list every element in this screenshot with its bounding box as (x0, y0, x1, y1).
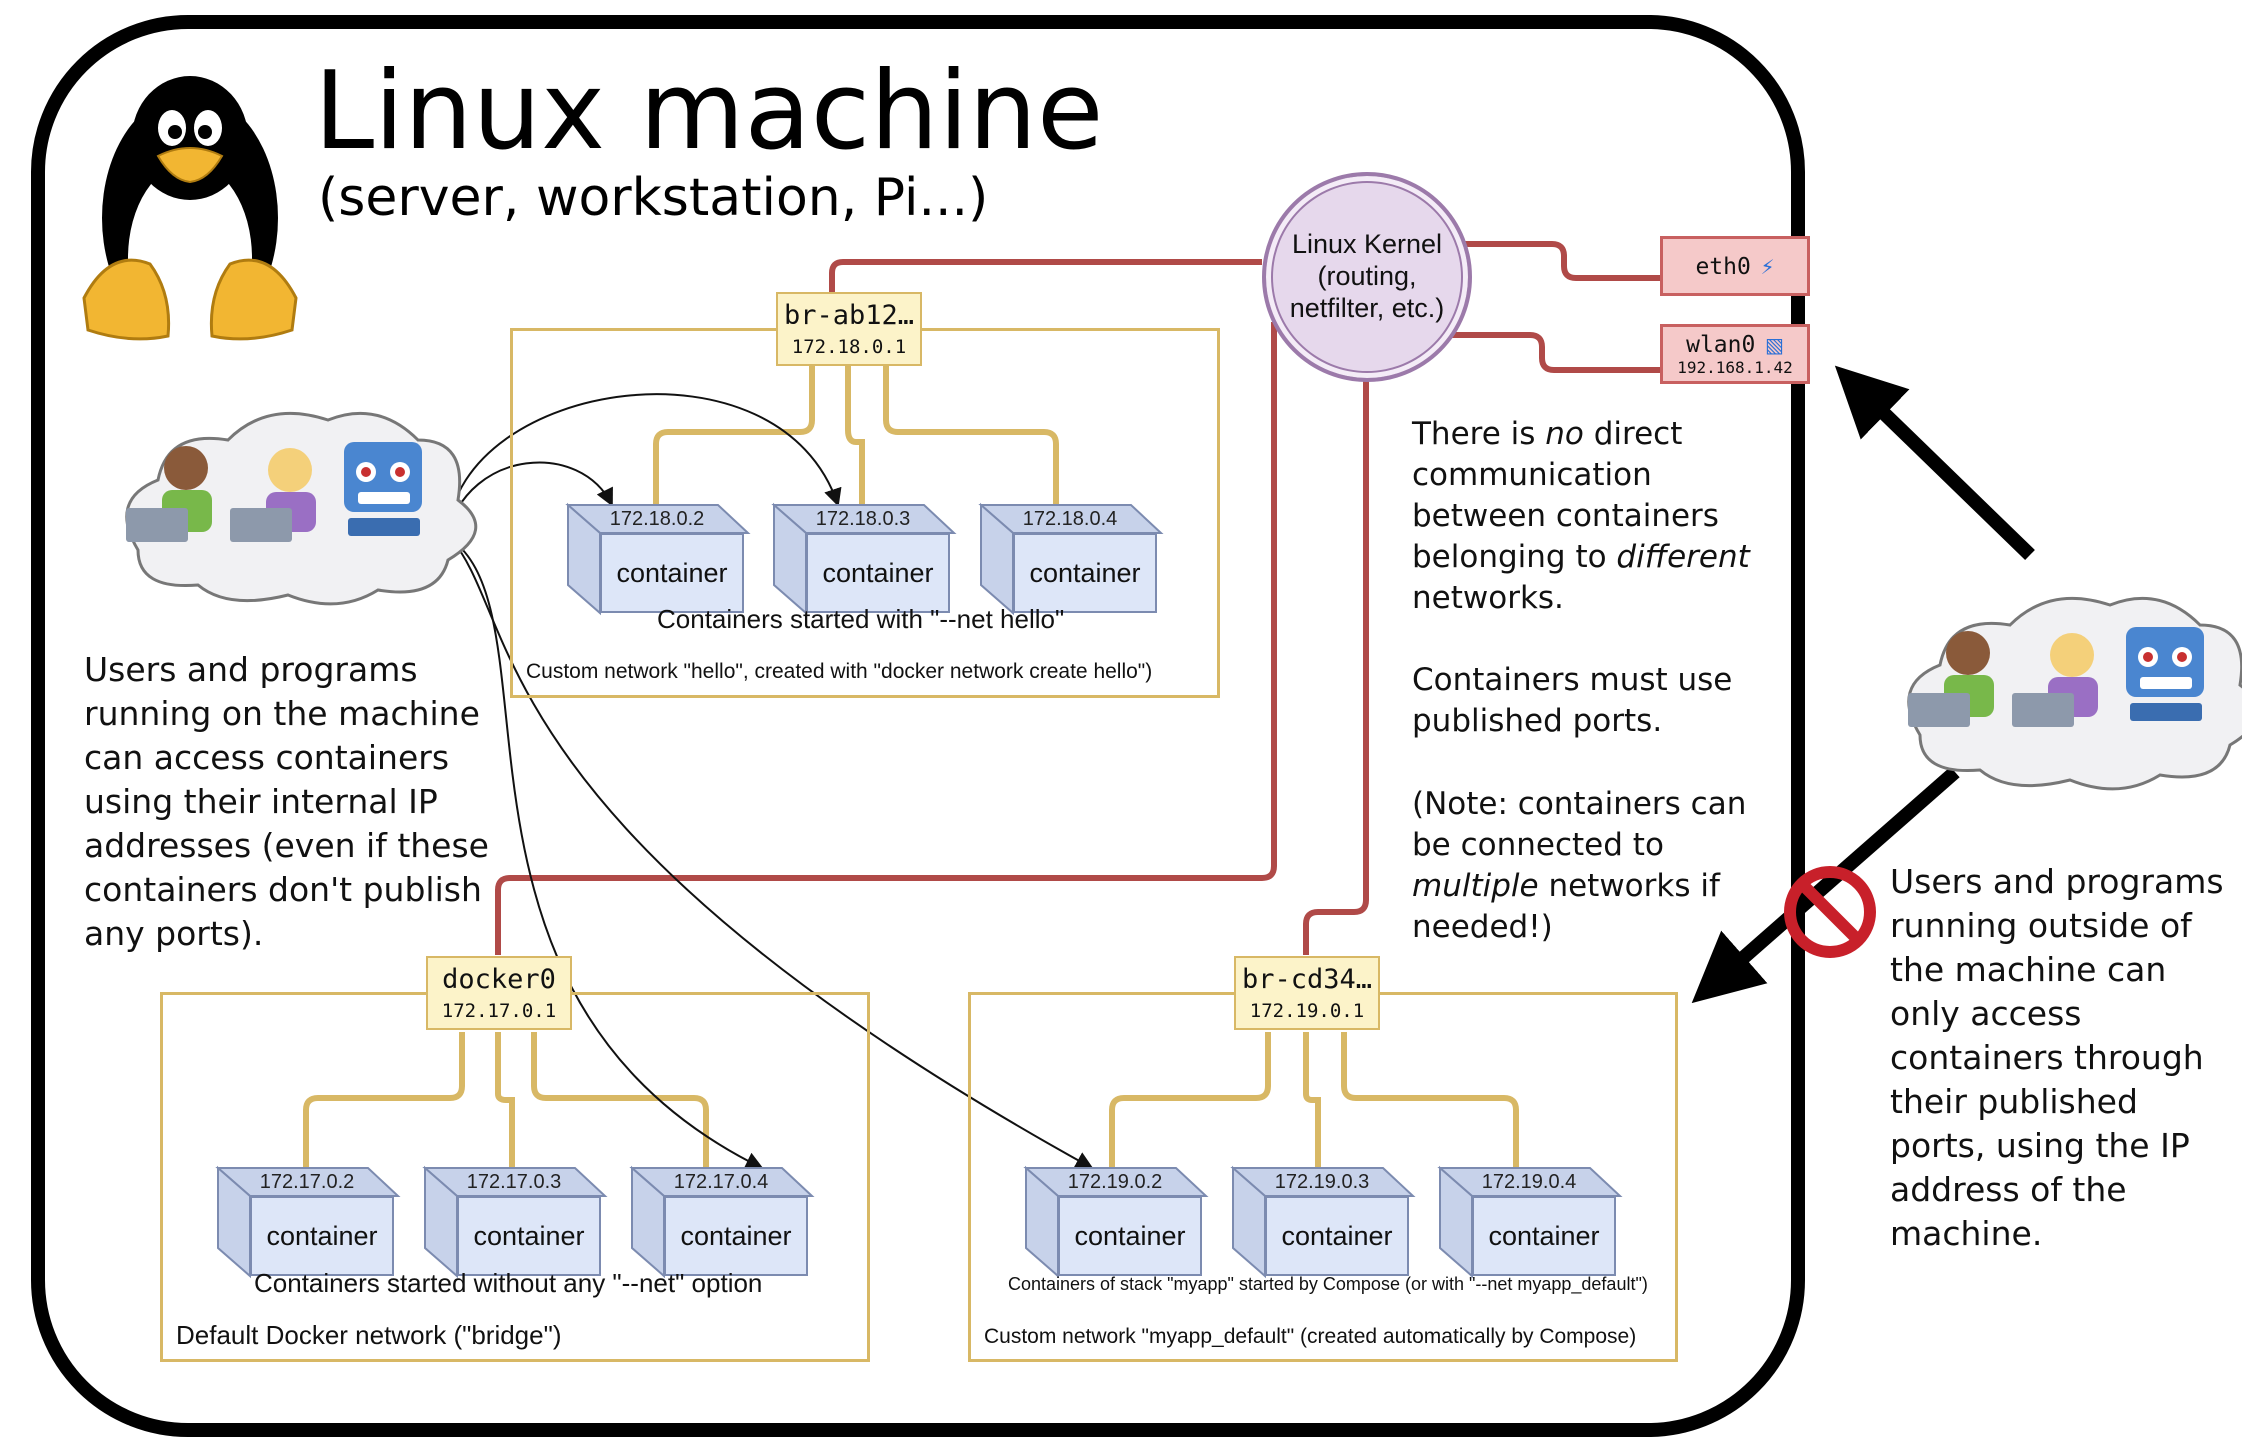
container-ip: 172.18.0.2 (609, 508, 705, 530)
note-emphasis: different (1616, 539, 1750, 575)
container-label: container (1472, 1196, 1616, 1276)
linux-kernel: Linux Kernel (routing, netfilter, etc.) (1262, 172, 1472, 382)
signal-icon: ▧ (1764, 333, 1784, 357)
container-ip: 172.17.0.2 (259, 1171, 355, 1193)
bridge-name: br-ab12… (783, 300, 915, 331)
users-cloud-icon (125, 411, 478, 606)
container-ip: 172.19.0.2 (1067, 1171, 1163, 1193)
default-network-label: Default Docker network ("bridge") (176, 1320, 562, 1350)
wlan0-interface: wlan0 ▧ 192.168.1.42 (1660, 324, 1810, 384)
bridge-docker0: docker0 172.17.0.1 (426, 956, 572, 1030)
container-ip: 172.19.0.3 (1274, 1171, 1370, 1193)
container-label: container (600, 533, 744, 613)
bridge-name: docker0 (442, 964, 556, 995)
container-ip: 172.18.0.3 (815, 508, 911, 530)
container-ip: 172.18.0.4 (1022, 508, 1118, 530)
published-ports-note: Containers must use published ports. (1412, 662, 1733, 739)
bridge-name: br-cd34… (1241, 964, 1373, 995)
container-label: container (457, 1196, 601, 1276)
machine-frame (31, 15, 1805, 1437)
kernel-line-3: netfilter, etc.) (1289, 293, 1445, 323)
myapp-network-label: Custom network "myapp_default" (created … (984, 1325, 1637, 1348)
note-text: direct communication between containers … (1412, 416, 1719, 575)
multiple-networks-note: (Note: containers can be connected to mu… (1412, 784, 1752, 948)
container-default-3: 172.17.0.4 container (632, 1168, 810, 1278)
container-label: container (1265, 1196, 1409, 1276)
note-text: (Note: containers can be connected to (1412, 786, 1747, 863)
container-shadows (215, 502, 1623, 1279)
container-hello-3: 172.18.0.4 container (981, 505, 1159, 615)
bridge-myapp: br-cd34… 172.19.0.1 (1234, 956, 1380, 1030)
default-caption: Containers started without any "--net" o… (254, 1268, 763, 1298)
eth0-name: eth0 (1695, 254, 1751, 280)
container-label: container (1013, 533, 1157, 613)
note-text: There is (1412, 416, 1546, 452)
hello-network-label: Custom network "hello", created with "do… (526, 660, 1153, 683)
container-myapp-3: 172.19.0.4 container (1440, 1168, 1618, 1278)
outside-users-cloud-icon (1907, 596, 2242, 791)
container-ip: 172.17.0.3 (466, 1171, 562, 1193)
no-entry-icon (1784, 866, 1876, 958)
myapp-caption: Containers of stack "myapp" started by C… (1008, 1274, 1648, 1294)
bridge-links (303, 366, 1519, 1168)
container-label: container (250, 1196, 394, 1276)
container-default-1: 172.17.0.2 container (218, 1168, 396, 1278)
wlan0-name: wlan0 (1686, 332, 1756, 358)
note-text: networks if needed!) (1412, 868, 1720, 945)
container-ip: 172.19.0.4 (1481, 1171, 1577, 1193)
hello-caption: Containers started with "--net hello" (657, 604, 1065, 634)
container-default-2: 172.17.0.3 container (425, 1168, 603, 1278)
bridge-ip: 172.18.0.1 (791, 336, 907, 358)
note-text: networks. (1412, 580, 1564, 616)
tux-penguin-icon (82, 76, 298, 353)
routing-lines (495, 241, 1660, 955)
container-label: container (1058, 1196, 1202, 1276)
bridge-ip: 172.19.0.1 (1249, 1000, 1365, 1022)
inside-users-text: Users and programs running on the machin… (84, 650, 489, 953)
eth0-interface: eth0 ⚡ (1660, 236, 1810, 296)
container-label: container (664, 1196, 808, 1276)
wlan0-ip: 192.168.1.42 (1677, 358, 1793, 377)
note-emphasis: no (1545, 416, 1584, 452)
page-subtitle: (server, workstation, Pi...) (318, 168, 989, 228)
outside-users-text: Users and programs running outside of th… (1890, 862, 2224, 1253)
page-title: Linux machine (314, 49, 1104, 174)
container-myapp-2: 172.19.0.3 container (1233, 1168, 1411, 1278)
container-label: container (806, 533, 950, 613)
container-hello-2: 172.18.0.3 container (774, 505, 952, 615)
bridge-hello: br-ab12… 172.18.0.1 (776, 292, 922, 366)
bridge-ip: 172.17.0.1 (441, 1000, 557, 1022)
no-direct-communication-note: There is no direct communication between… (1412, 414, 1752, 619)
plug-icon: ⚡ (1760, 255, 1775, 279)
container-myapp-1: 172.19.0.2 container (1026, 1168, 1204, 1278)
kernel-line-2: (routing, (1317, 261, 1417, 291)
container-hello-1: 172.18.0.2 container (568, 505, 746, 615)
container-ip: 172.17.0.4 (673, 1171, 769, 1193)
note-emphasis: multiple (1412, 868, 1539, 904)
kernel-line-1: Linux Kernel (1291, 229, 1443, 259)
